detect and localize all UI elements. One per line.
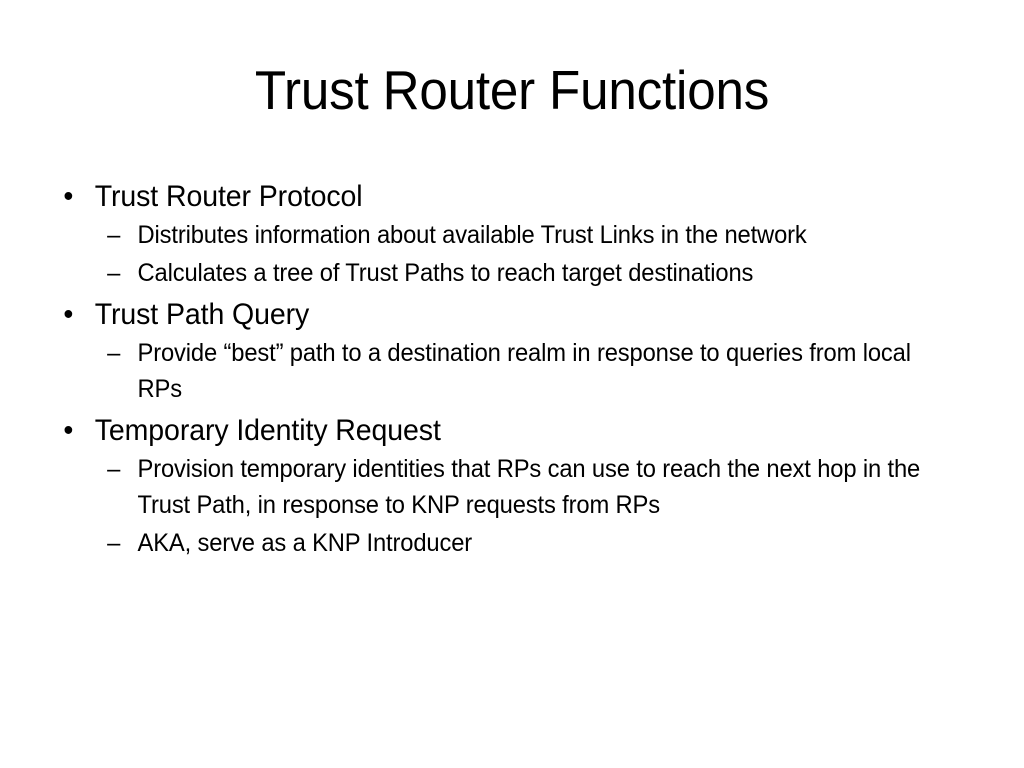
sub-bullet-item: – AKA, serve as a KNP Introducer: [52, 525, 982, 561]
bullet-dot-icon: •: [63, 298, 74, 331]
sub-bullet-list: – Provide “best” path to a destination r…: [52, 335, 982, 407]
sub-bullet-item: – Calculates a tree of Trust Paths to re…: [52, 255, 982, 291]
page-title: Trust Router Functions: [254, 59, 770, 121]
bullet-list: • Trust Router Protocol – Distributes in…: [52, 176, 982, 561]
dash-icon: –: [107, 259, 121, 287]
slide-body: • Trust Router Protocol – Distributes in…: [52, 176, 982, 561]
bullet-group: • Trust Path Query – Provide “best” path…: [52, 294, 982, 407]
sub-bullet-item: – Distributes information about availabl…: [52, 217, 982, 253]
sub-bullet-line: – Distributes information about availabl…: [52, 217, 936, 253]
sub-bullet-text: AKA, serve as a KNP Introducer: [137, 529, 473, 557]
bullet-dot-icon: •: [63, 180, 74, 213]
sub-bullet-text: Provide “best” path to a destination rea…: [137, 339, 911, 403]
dash-icon: –: [107, 529, 121, 557]
sub-bullet-item: – Provide “best” path to a destination r…: [52, 335, 982, 407]
dash-icon: –: [107, 221, 121, 249]
bullet-item: • Trust Router Protocol: [52, 176, 936, 217]
bullet-item: • Trust Path Query: [52, 294, 936, 335]
sub-bullet-line: – Calculates a tree of Trust Paths to re…: [52, 255, 936, 291]
sub-bullet-text: Provision temporary identities that RPs …: [137, 455, 921, 519]
dash-icon: –: [107, 455, 121, 483]
bullet-dot-icon: •: [63, 414, 74, 447]
sub-bullet-line: – Provision temporary identities that RP…: [52, 451, 936, 523]
bullet-label: Trust Router Protocol: [94, 180, 363, 213]
sub-bullet-text: Calculates a tree of Trust Paths to reac…: [137, 259, 754, 287]
sub-bullet-text: Distributes information about available …: [137, 221, 807, 249]
bullet-item: • Temporary Identity Request: [52, 410, 936, 451]
sub-bullet-list: – Provision temporary identities that RP…: [52, 451, 982, 561]
bullet-label: Trust Path Query: [94, 298, 310, 331]
sub-bullet-line: – AKA, serve as a KNP Introducer: [52, 525, 936, 561]
sub-bullet-list: – Distributes information about availabl…: [52, 217, 982, 291]
bullet-label: Temporary Identity Request: [94, 414, 441, 447]
bullet-group: • Trust Router Protocol – Distributes in…: [52, 176, 982, 291]
dash-icon: –: [107, 339, 121, 367]
bullet-group: • Temporary Identity Request – Provision…: [52, 410, 982, 561]
sub-bullet-line: – Provide “best” path to a destination r…: [52, 335, 936, 407]
sub-bullet-item: – Provision temporary identities that RP…: [52, 451, 982, 523]
